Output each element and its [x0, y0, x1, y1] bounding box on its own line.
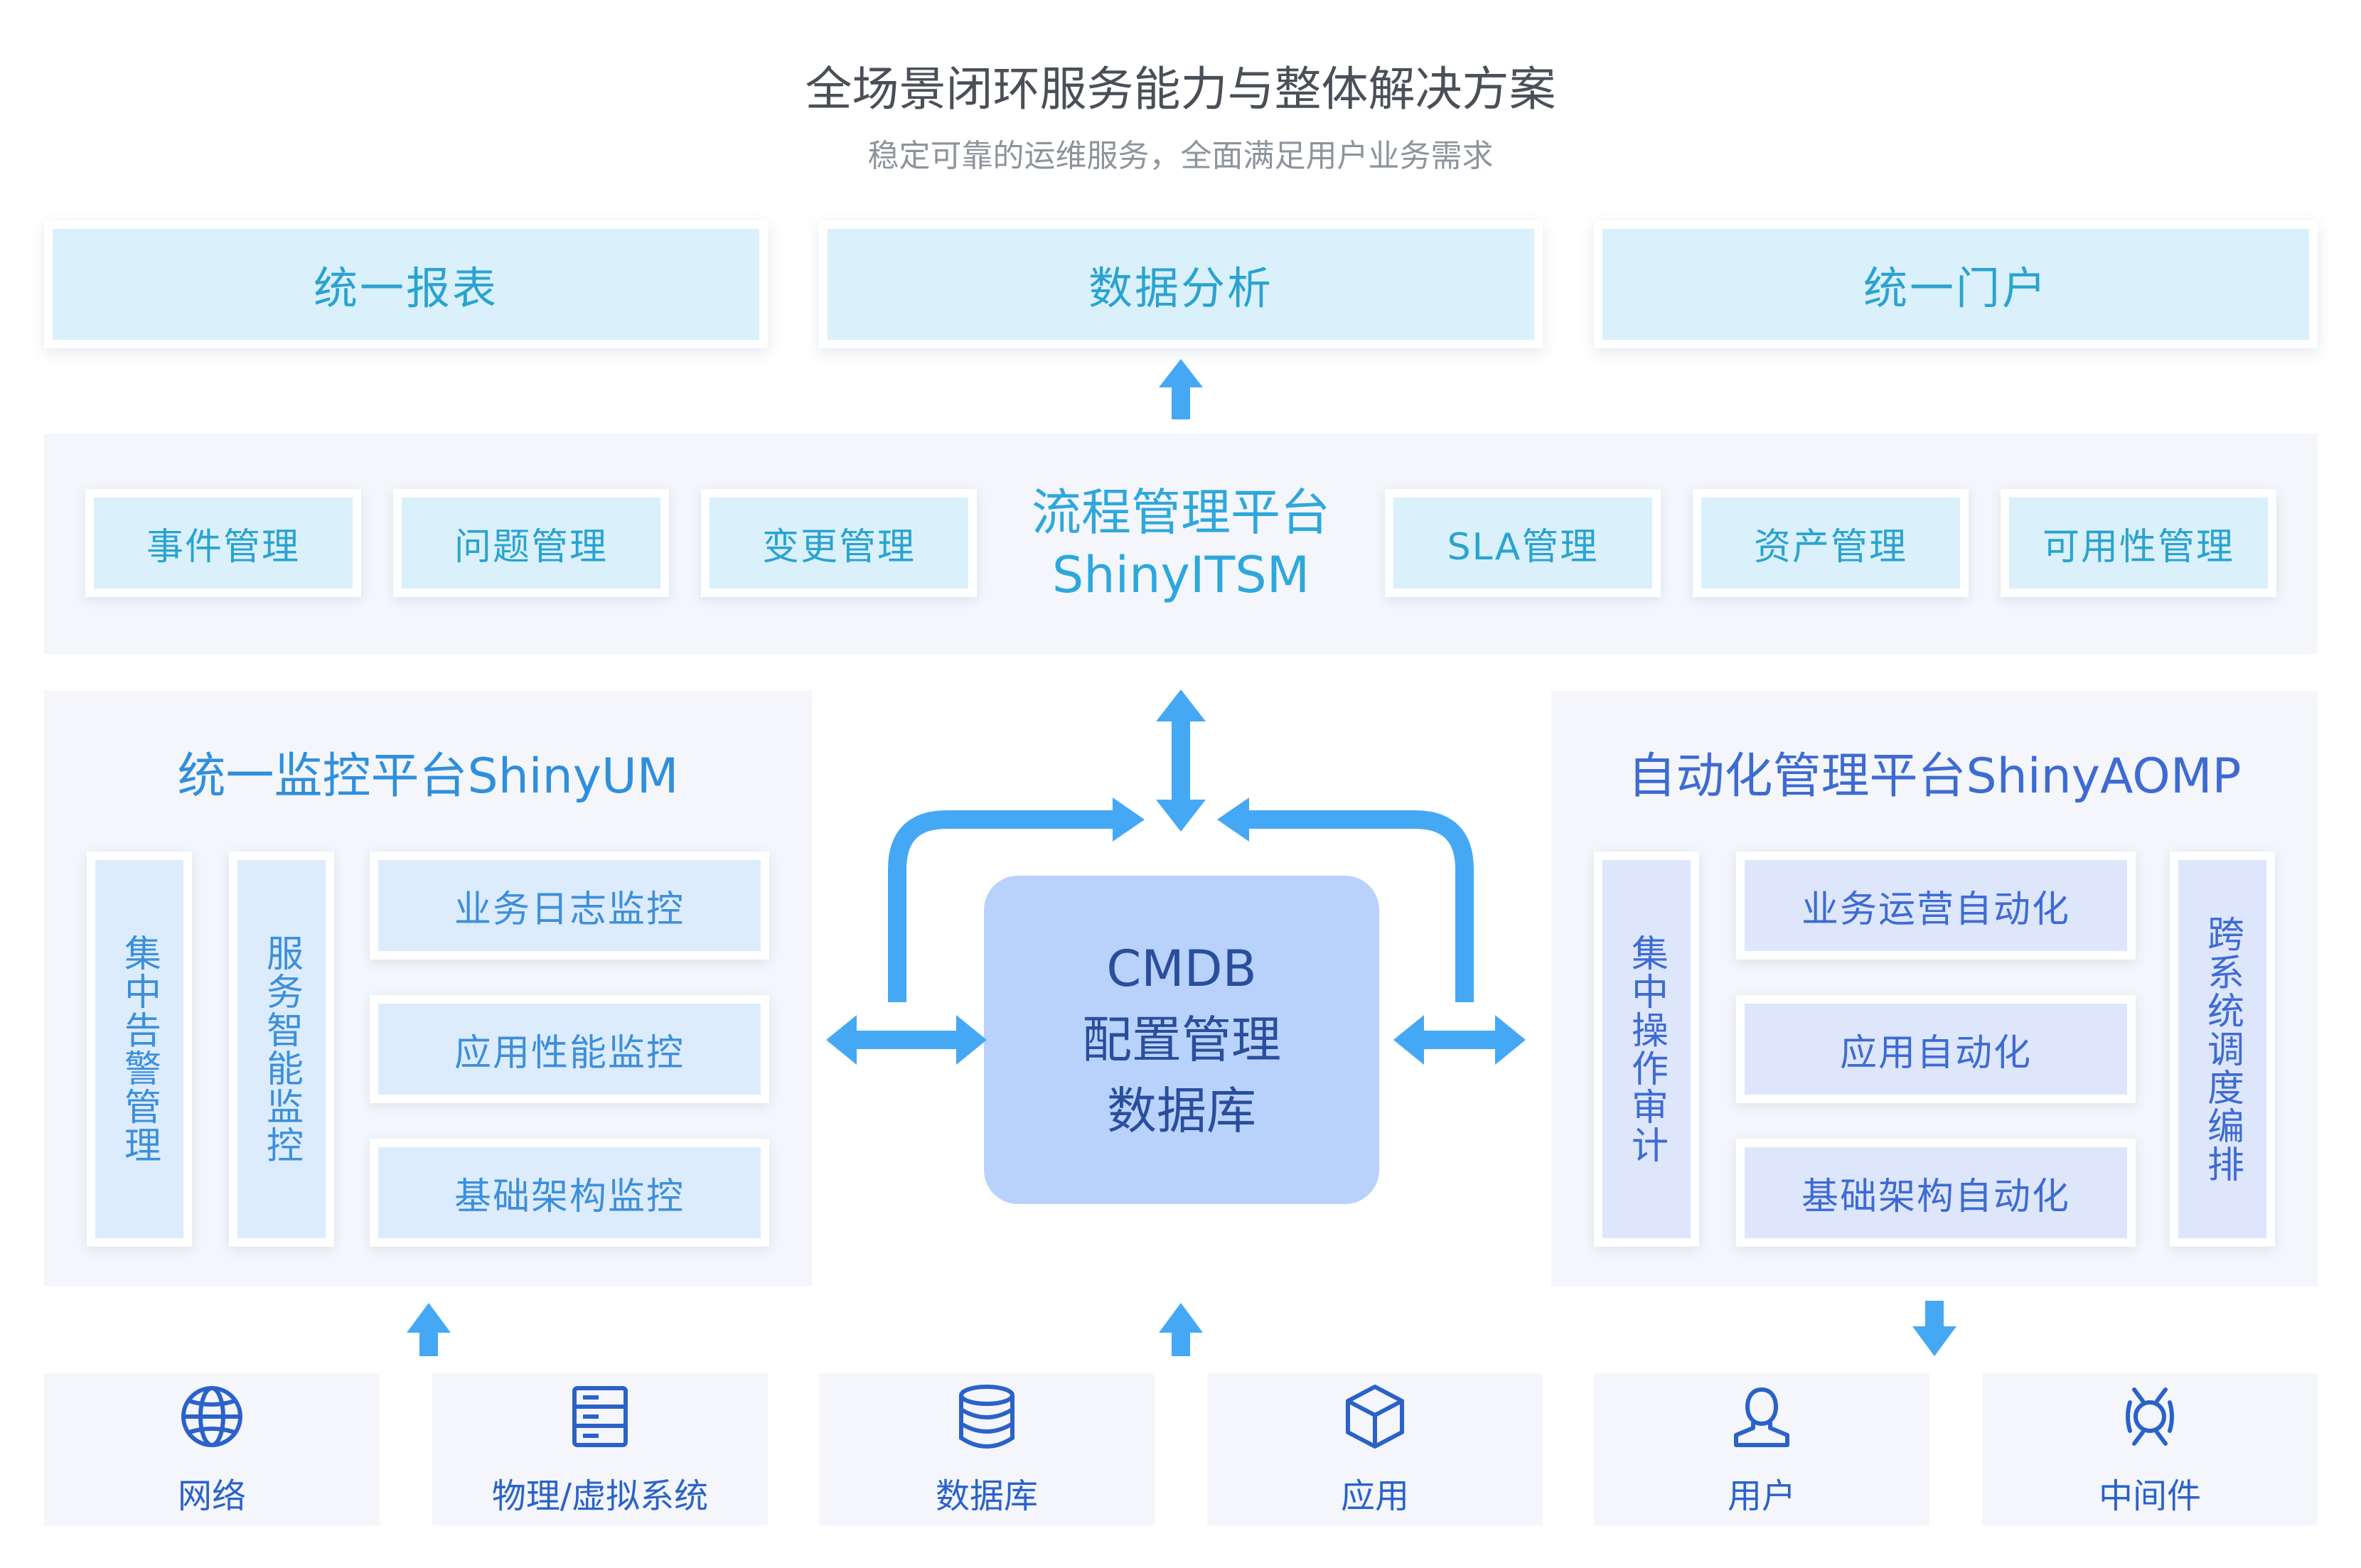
arrow-up-to-cmdb — [1159, 1303, 1203, 1356]
bottom-card-label: 应用 — [1340, 1476, 1409, 1516]
itsm-item-availability: 可用性管理 — [2001, 489, 2276, 597]
itsm-item-label: 事件管理 — [94, 498, 353, 589]
diagram-subtitle: 稳定可靠的运维服务，全面满足用户业务需求 — [867, 138, 1494, 174]
arrow-down-from-aomp — [1912, 1301, 1956, 1356]
itsm-item-sla: SLA管理 — [1385, 489, 1661, 597]
aomp-vertical-label: 跨系统调度编排 — [2178, 860, 2266, 1238]
itsm-item-problem: 问题管理 — [393, 489, 669, 597]
middleware-icon — [2126, 1387, 2174, 1446]
itsm-item-label: SLA管理 — [1393, 498, 1652, 589]
bottom-card-label: 数据库 — [935, 1476, 1038, 1516]
bottom-card-network: 网络 — [44, 1373, 380, 1525]
um-item-label: 业务日志监控 — [378, 860, 761, 951]
itsm-item-label: 变更管理 — [710, 498, 968, 589]
itsm-item-incident: 事件管理 — [85, 489, 361, 597]
bottom-card-systems: 物理/虚拟系统 — [432, 1373, 768, 1525]
aomp-item-label: 应用自动化 — [1745, 1004, 2127, 1095]
aomp-item-infra-automation: 基础架构自动化 — [1736, 1139, 2136, 1247]
curve-left-arrow — [888, 810, 1115, 1002]
um-item-label: 应用性能监控 — [378, 1004, 761, 1095]
cmdb-line-2: 配置管理 — [1082, 1011, 1281, 1069]
um-vertical-label: 集中告警管理 — [95, 860, 183, 1238]
aomp-panel-title: 自动化管理平台ShinyAOMP — [1627, 748, 2242, 805]
top-box-unified-report: 统一报表 — [44, 220, 768, 348]
itsm-item-label: 资产管理 — [1701, 498, 1960, 589]
cmdb-line-1: CMDB — [1106, 940, 1257, 998]
arrow-cmdb-aomp-horizontal — [1393, 1015, 1526, 1065]
diagram-title: 全场景闭环服务能力与整体解决方案 — [805, 62, 1556, 117]
bottom-card-database: 数据库 — [819, 1373, 1155, 1525]
arrow-um-cmdb-horizontal — [826, 1015, 987, 1065]
top-box-label: 统一门户 — [1602, 229, 2309, 340]
bottom-card-application: 应用 — [1207, 1373, 1543, 1525]
um-item-log-monitor: 业务日志监控 — [370, 852, 769, 960]
itsm-item-change: 变更管理 — [701, 489, 977, 597]
aomp-item-business-automation: 业务运营自动化 — [1736, 852, 2136, 960]
aomp-item-app-automation: 应用自动化 — [1736, 995, 2136, 1103]
arrow-up-to-um — [407, 1303, 451, 1356]
um-vertical-label: 服务智能监控 — [237, 860, 326, 1238]
server-icon — [572, 1386, 628, 1447]
curve-right-arrow — [1247, 810, 1474, 1002]
itsm-item-asset: 资产管理 — [1693, 489, 1969, 597]
user-icon — [1734, 1387, 1789, 1447]
bottom-card-label: 用户 — [1727, 1476, 1796, 1516]
top-box-label: 数据分析 — [828, 229, 1534, 340]
bottom-card-middleware: 中间件 — [1982, 1373, 2318, 1525]
curve-left-arrowhead — [1113, 798, 1145, 842]
arrow-up-to-analysis — [1159, 359, 1203, 419]
um-vertical-service-monitor: 服务智能监控 — [229, 852, 334, 1247]
itsm-title: 流程管理平台 ShinyITSM — [988, 476, 1374, 611]
top-box-label: 统一报表 — [53, 229, 759, 340]
top-box-unified-portal: 统一门户 — [1594, 220, 2318, 348]
aomp-item-label: 业务运营自动化 — [1745, 860, 2127, 951]
aomp-vertical-orchestration: 跨系统调度编排 — [2170, 852, 2275, 1247]
curve-right-arrowhead — [1217, 798, 1249, 842]
um-item-infra-monitor: 基础架构监控 — [370, 1139, 769, 1247]
aomp-vertical-label: 集中操作审计 — [1602, 860, 1691, 1238]
itsm-item-label: 可用性管理 — [2009, 498, 2268, 589]
cube-icon — [1346, 1385, 1404, 1449]
bottom-card-label: 网络 — [177, 1476, 246, 1516]
bottom-card-label: 物理/虚拟系统 — [491, 1476, 709, 1516]
top-box-data-analysis: 数据分析 — [819, 220, 1543, 348]
globe-icon — [181, 1386, 242, 1447]
bottom-card-user: 用户 — [1594, 1373, 1929, 1525]
aomp-item-label: 基础架构自动化 — [1745, 1147, 2127, 1238]
itsm-title-en: ShinyITSM — [1051, 546, 1310, 604]
um-item-label: 基础架构监控 — [378, 1147, 761, 1238]
um-panel-title: 统一监控平台ShinyUM — [177, 748, 679, 805]
itsm-item-label: 问题管理 — [402, 498, 660, 589]
bottom-card-label: 中间件 — [2098, 1476, 2201, 1516]
database-icon — [959, 1385, 1014, 1449]
aomp-vertical-audit: 集中操作审计 — [1594, 852, 1699, 1247]
itsm-title-cn: 流程管理平台 — [1032, 483, 1330, 542]
cmdb-line-3: 数据库 — [1107, 1082, 1256, 1140]
um-item-apm: 应用性能监控 — [370, 995, 769, 1103]
cmdb-box: CMDB 配置管理 数据库 — [984, 876, 1379, 1204]
arrow-itsm-cmdb-vertical — [1156, 689, 1206, 832]
um-vertical-alarm: 集中告警管理 — [87, 852, 192, 1247]
